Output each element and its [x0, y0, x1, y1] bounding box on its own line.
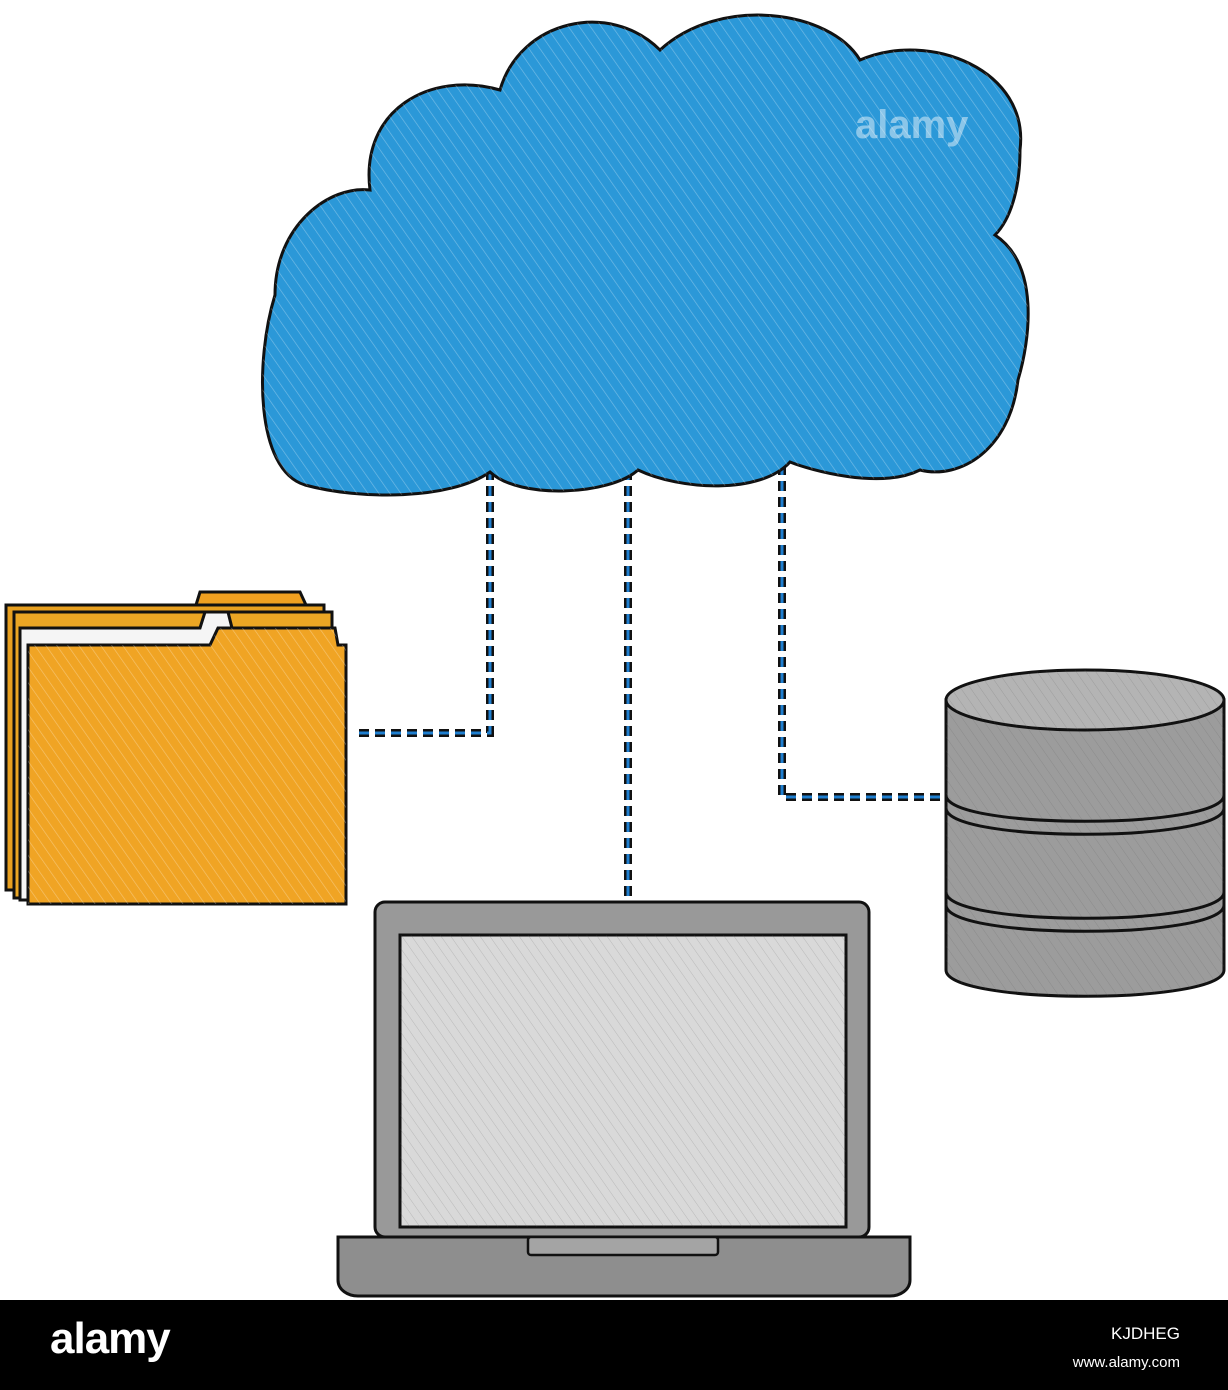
database-icon	[944, 668, 1226, 998]
laptop-icon	[336, 900, 912, 1298]
folder-icon	[4, 590, 348, 906]
watermark-text: alamy	[855, 103, 969, 147]
footer-url[interactable]: www.alamy.com	[1072, 1354, 1180, 1371]
connector-cloud-folder	[357, 470, 494, 737]
connector-cloud-database	[778, 465, 940, 801]
cloud-icon	[261, 13, 1030, 497]
connector-cloud-laptop	[618, 470, 632, 932]
footer-bar: alamy KJDHEG www.alamy.com	[0, 1300, 1228, 1390]
image-code: KJDHEG	[1111, 1324, 1180, 1343]
diagram-canvas: alamy	[4, 13, 1226, 1298]
alamy-logo: alamy	[50, 1314, 171, 1363]
